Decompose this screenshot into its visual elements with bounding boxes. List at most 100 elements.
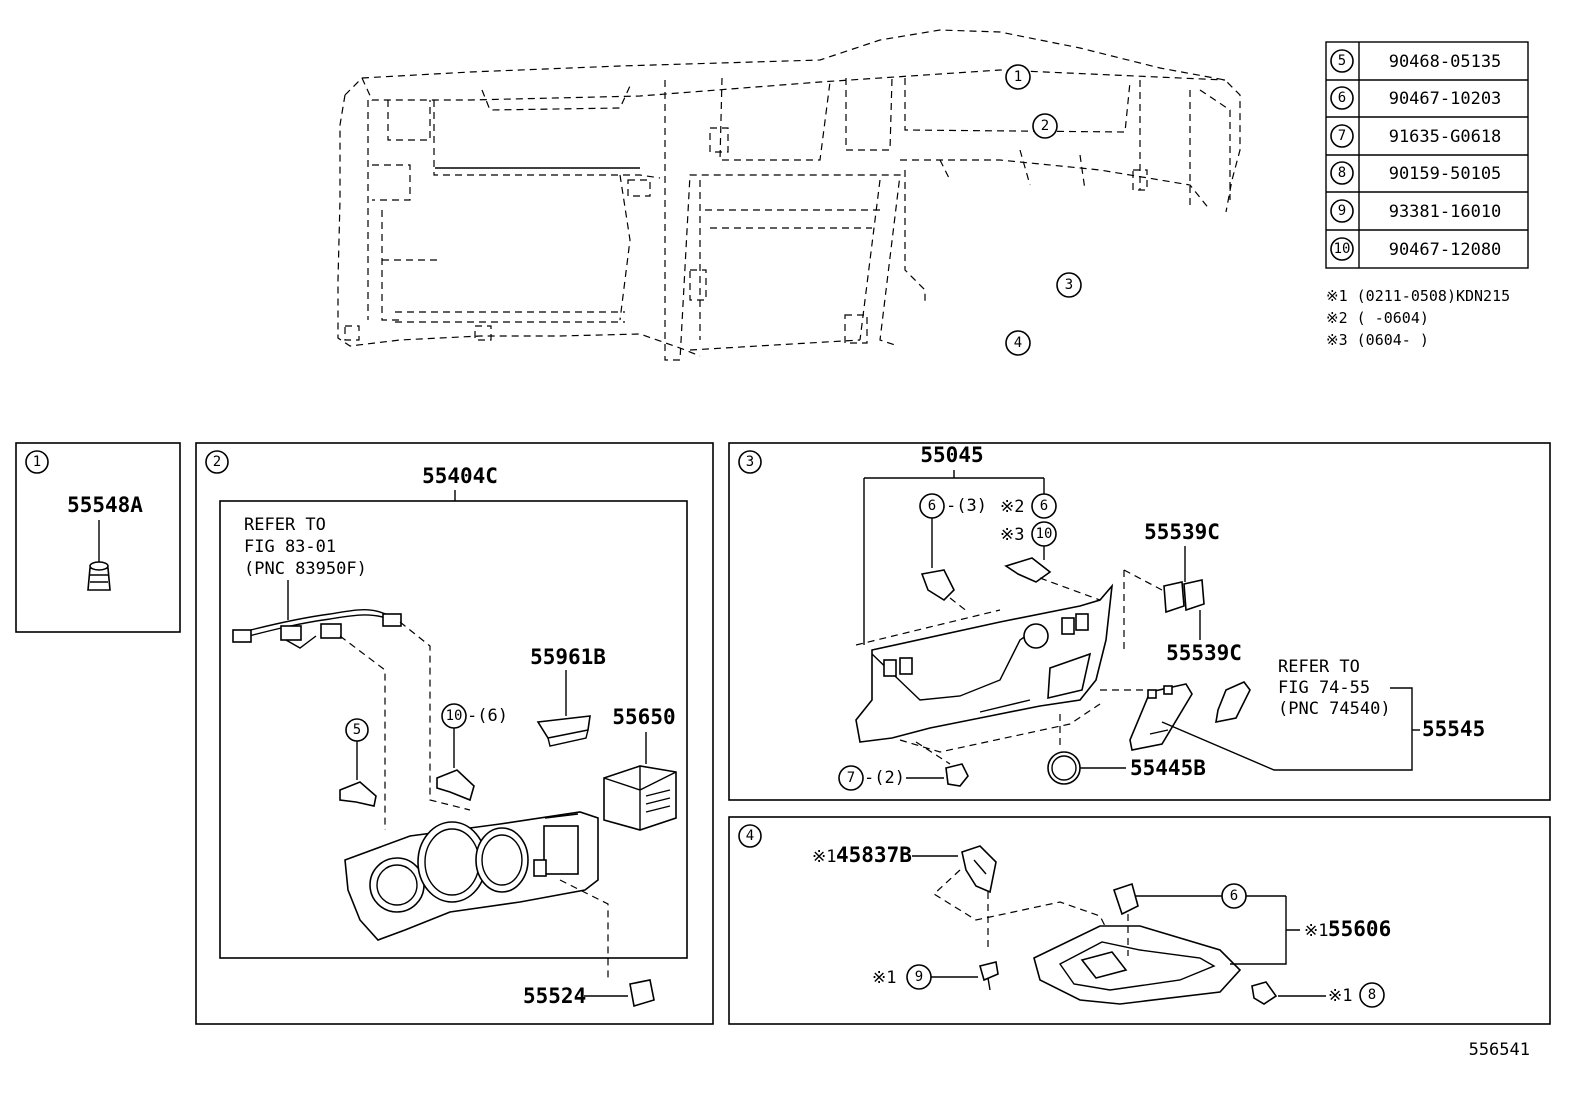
fastener-row-7[interactable]: 7 91635-G0618 xyxy=(1330,124,1502,148)
part-number: 55539C xyxy=(1144,520,1220,544)
callout-label: 6 xyxy=(1040,498,1048,514)
overview-callout-2[interactable]: 2 xyxy=(1032,113,1058,139)
panel-2-label: 2 xyxy=(213,454,221,470)
callout-10[interactable]: 10 -(6) xyxy=(436,703,508,802)
refer-note-line: FIG 83-01 xyxy=(244,537,336,557)
part-number: 55445B xyxy=(1130,756,1206,780)
part-55548A[interactable]: 55548A xyxy=(67,493,143,591)
callout-label: 5 xyxy=(353,722,361,738)
refer-note-line: REFER TO xyxy=(1278,657,1360,677)
part-55445B[interactable]: 55445B xyxy=(1047,751,1206,785)
assembly-55404C[interactable]: 55404C xyxy=(219,464,688,959)
refer-note-line: (PNC 74540) xyxy=(1278,699,1391,719)
overview-callout-4[interactable]: 4 xyxy=(1005,330,1031,356)
refer-note-line: FIG 74-55 xyxy=(1278,678,1370,698)
callout-qty: -(2) xyxy=(864,768,905,788)
callout-qty: -(3) xyxy=(946,496,987,516)
callout-note: ※1 xyxy=(872,968,896,988)
footnotes: ※1 (0211-0508)KDN215 ※2 ( -0604) ※3 (060… xyxy=(1326,287,1510,349)
callout-label: 6 xyxy=(1230,888,1238,904)
panel-3-label: 3 xyxy=(746,454,754,470)
callout-6[interactable]: 6 xyxy=(1112,882,1286,916)
fastener-ref: 9 xyxy=(1338,203,1346,219)
callout-8-note-1[interactable]: ※1 8 xyxy=(1251,981,1385,1008)
part-45837B[interactable]: ※1 45837B xyxy=(812,843,997,894)
part-number: 55650 xyxy=(612,705,675,729)
fastener-ref: 8 xyxy=(1338,165,1346,181)
fastener-ref: 10 xyxy=(1334,241,1351,257)
fastener-row-8[interactable]: 8 90159-50105 xyxy=(1330,161,1502,185)
part-number: 55606 xyxy=(1328,917,1391,941)
overview-callout-3[interactable]: 3 xyxy=(1056,272,1082,298)
callout-7-qty-2[interactable]: 7 -(2) xyxy=(838,763,969,791)
fastener-part-number: 90468-05135 xyxy=(1389,52,1502,72)
footnote-1: ※1 (0211-0508)KDN215 xyxy=(1326,287,1510,305)
callout-label: 7 xyxy=(847,770,855,786)
fastener-ref: 6 xyxy=(1338,90,1346,106)
part-55606-tray xyxy=(1033,925,1242,1005)
part-number: 55539C xyxy=(1166,641,1242,665)
callout-label: 8 xyxy=(1368,987,1376,1003)
callout-note: ※1 xyxy=(1328,986,1352,1006)
panel-4-label: 4 xyxy=(746,828,754,844)
overview-callout-2-label: 2 xyxy=(1041,118,1049,134)
callout-label: 10 xyxy=(446,708,463,724)
instrument-panel-overview xyxy=(337,29,1241,361)
callout-qty: -(6) xyxy=(467,706,508,726)
callout-10-note-3[interactable]: ※3 10 xyxy=(1000,521,1057,583)
fastener-ref: 7 xyxy=(1338,128,1346,144)
part-number: 55548A xyxy=(67,493,143,517)
footnote-2: ※2 ( -0604) xyxy=(1326,309,1429,327)
callout-note: ※3 xyxy=(1000,525,1024,545)
part-number: 55524 xyxy=(523,984,586,1008)
part-55539C-upper[interactable]: 55539C xyxy=(1144,520,1220,614)
part-note: ※1 xyxy=(1304,921,1328,941)
part-55606[interactable]: ※1 55606 xyxy=(1230,896,1391,965)
callout-label: 10 xyxy=(1036,526,1053,542)
part-number: 45837B xyxy=(836,843,912,867)
callout-6-note-2[interactable]: ※2 6 xyxy=(1000,493,1057,519)
panel-2: 2 55404C REFER TO FIG 83-01 (PNC 83950F) xyxy=(195,442,714,1025)
fastener-part-number: 90467-10203 xyxy=(1389,89,1502,109)
fastener-part-number: 93381-16010 xyxy=(1389,202,1502,222)
fastener-row-6[interactable]: 6 90467-10203 xyxy=(1330,86,1502,110)
refer-note-line: (PNC 83950F) xyxy=(244,559,367,579)
part-number: 55045 xyxy=(920,443,983,467)
callout-9-note-1[interactable]: ※1 9 xyxy=(872,961,999,991)
fastener-part-number: 90159-50105 xyxy=(1389,164,1502,184)
fastener-row-5[interactable]: 5 90468-05135 xyxy=(1330,49,1502,73)
overview-callout-1[interactable]: 1 xyxy=(1005,64,1031,90)
lower-instrument-panel xyxy=(855,583,1114,743)
overview-callout-4-label: 4 xyxy=(1014,335,1022,351)
part-number: 55545 xyxy=(1422,717,1485,741)
callout-label: 9 xyxy=(915,969,923,985)
callout-5[interactable]: 5 xyxy=(339,718,377,807)
fastener-table: 5 90468-05135 6 90467-10203 7 91635-G061… xyxy=(1325,41,1529,269)
part-note: ※1 xyxy=(812,847,836,867)
refer-note-fig-74-55[interactable]: REFER TO FIG 74-55 (PNC 74540) xyxy=(1215,657,1391,724)
overview-callout-1-label: 1 xyxy=(1014,69,1022,85)
part-55961B[interactable]: 55961B xyxy=(530,645,606,747)
part-55524[interactable]: 55524 xyxy=(523,979,655,1008)
callout-6-qty-3[interactable]: 6 -(3) xyxy=(919,493,987,602)
panel-4: 4 ※1 45837B 6 ※1 55606 xyxy=(728,816,1551,1025)
fastener-ref: 5 xyxy=(1338,53,1346,69)
assembly-55045[interactable]: 55045 xyxy=(863,443,1045,645)
wire-harness xyxy=(232,609,402,649)
fastener-row-9[interactable]: 9 93381-16010 xyxy=(1330,199,1502,223)
part-55539C-lower[interactable]: 55539C xyxy=(1166,610,1242,665)
panel-1-label: 1 xyxy=(33,454,41,470)
footnote-3: ※3 (0604- ) xyxy=(1326,331,1429,349)
panel-1: 1 55548A xyxy=(15,442,181,633)
fastener-row-10[interactable]: 10 90467-12080 xyxy=(1330,237,1502,261)
part-55650[interactable]: 55650 xyxy=(603,705,677,831)
refer-note-line: REFER TO xyxy=(244,515,326,535)
drawing-id: 556541 xyxy=(1469,1040,1530,1060)
fastener-part-number: 90467-12080 xyxy=(1389,240,1502,260)
fastener-part-number: 91635-G0618 xyxy=(1389,127,1502,147)
meter-cluster-bezel xyxy=(344,811,599,941)
part-number: 55404C xyxy=(422,464,498,488)
part-55545[interactable]: 55545 xyxy=(1129,683,1485,771)
refer-note-fig-83-01[interactable]: REFER TO FIG 83-01 (PNC 83950F) xyxy=(244,515,367,620)
